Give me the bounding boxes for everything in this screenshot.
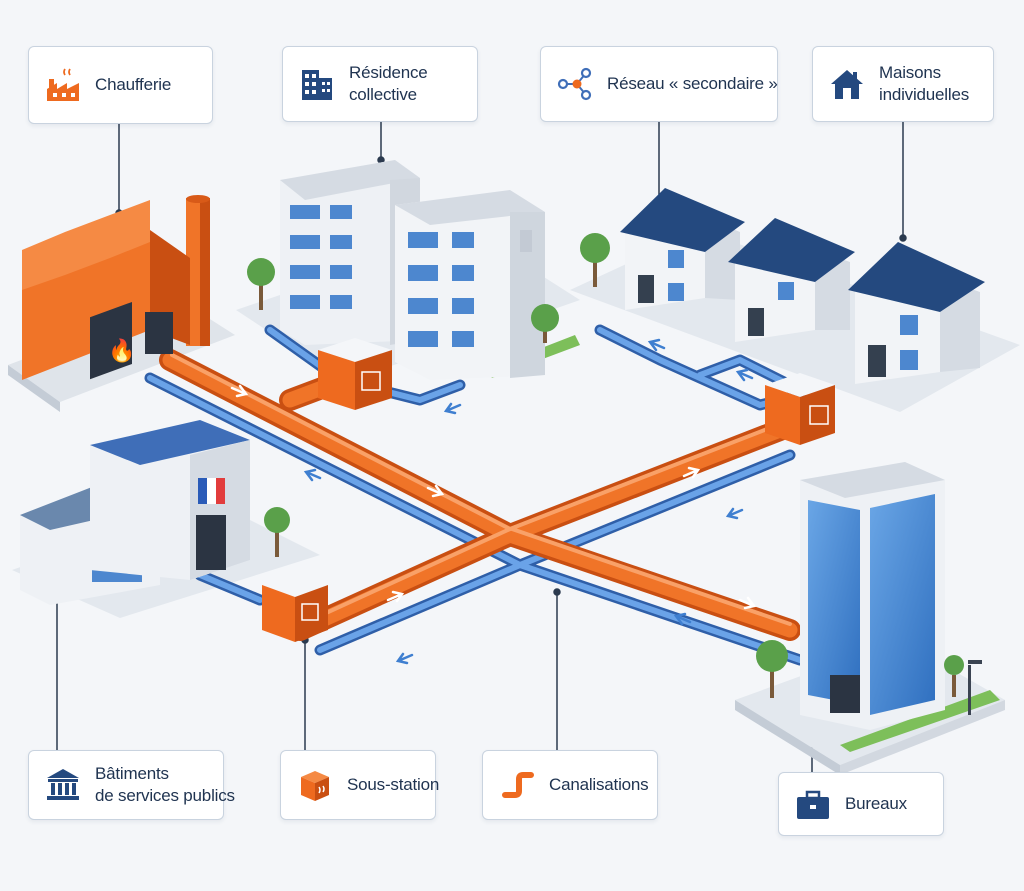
svg-text:🔥: 🔥	[108, 338, 135, 364]
label-batiments-services-publics: Bâtiments de services publics	[28, 750, 235, 820]
network-nodes-icon	[557, 67, 592, 101]
residence-collective-buildings	[280, 160, 545, 380]
factory-icon	[47, 68, 79, 101]
substation-box-icon	[301, 771, 329, 801]
individual-houses	[620, 188, 985, 384]
supply-pipe-network	[159, 349, 801, 641]
house-icon	[831, 70, 863, 99]
label-chaufferie-text: Chaufferie	[95, 75, 172, 94]
chaufferie-factory: 🔥	[22, 195, 210, 380]
label-maisons-line2: individuelles	[879, 85, 970, 104]
label-chaufferie: Chaufferie	[28, 46, 213, 124]
pipe-icon	[502, 772, 534, 798]
office-tower	[800, 462, 945, 730]
public-building-icon	[47, 769, 79, 800]
label-maisons-individuelles: Maisons individuelles	[812, 46, 994, 122]
label-canalisations: Canalisations	[482, 750, 658, 820]
label-residence-line2: collective	[349, 85, 417, 104]
flow-arrows	[230, 338, 757, 665]
label-reseau-text: Réseau « secondaire »	[607, 74, 778, 93]
label-maisons-line1: Maisons	[879, 63, 941, 82]
label-canalisations-text: Canalisations	[549, 775, 649, 794]
label-sous-station-text: Sous-station	[347, 775, 440, 794]
label-batiments-line1: Bâtiments	[95, 764, 169, 783]
substations	[262, 338, 835, 642]
briefcase-icon	[797, 790, 829, 819]
label-batiments-line2: de services publics	[95, 786, 235, 805]
label-residence-collective: Résidence collective	[282, 46, 478, 122]
label-residence-line1: Résidence	[349, 63, 428, 82]
trees	[247, 233, 982, 715]
apartment-building-icon	[302, 70, 332, 100]
label-reseau-secondaire: Réseau « secondaire »	[540, 46, 778, 122]
label-bureaux: Bureaux	[778, 772, 944, 836]
public-services-building	[20, 420, 250, 605]
label-bureaux-text: Bureaux	[845, 794, 907, 813]
label-sous-station: Sous-station	[280, 750, 440, 820]
